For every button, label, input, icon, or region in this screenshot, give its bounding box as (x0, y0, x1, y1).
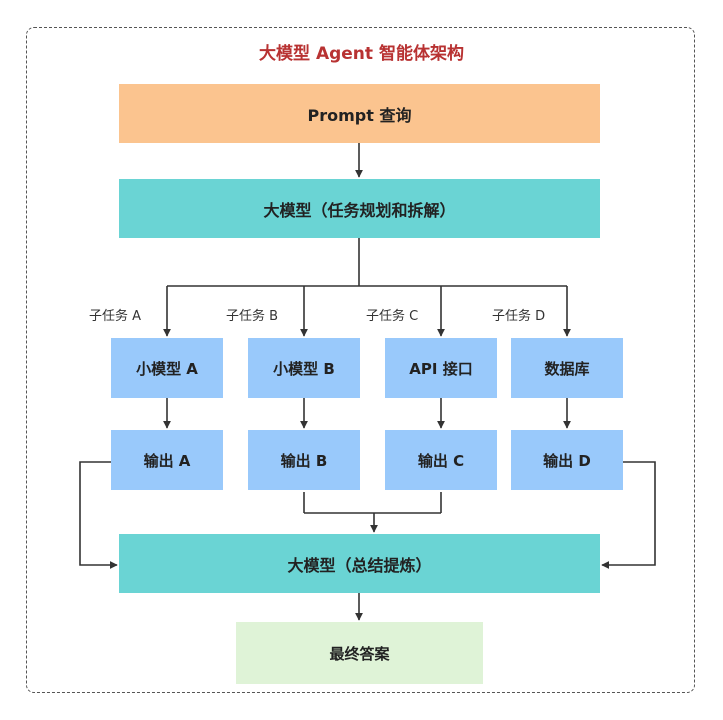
prompt-box: Prompt 查询 (119, 84, 600, 143)
output-box-b: 输出 B (248, 430, 360, 490)
module-box-a: 小模型 A (111, 338, 223, 398)
planner-box: 大模型（任务规划和拆解） (119, 179, 600, 238)
subtask-label-d: 子任务 D (492, 309, 546, 324)
module-box-c: API 接口 (385, 338, 497, 398)
diagram-frame (26, 27, 695, 693)
subtask-label-c: 子任务 C (366, 309, 419, 324)
module-box-d: 数据库 (511, 338, 623, 398)
arrow-output-a-to-summarizer (79, 461, 118, 569)
output-box-d: 输出 D (511, 430, 623, 490)
summarizer-box: 大模型（总结提炼） (119, 534, 600, 593)
module-box-b: 小模型 B (248, 338, 360, 398)
arrow-output-d-to-summarizer (601, 461, 656, 569)
diagram-title: 大模型 Agent 智能体架构 (259, 44, 464, 64)
subtask-label-a: 子任务 A (89, 309, 142, 324)
final-answer-box: 最终答案 (236, 622, 483, 684)
output-box-a: 输出 A (111, 430, 223, 490)
subtask-label-b: 子任务 B (226, 309, 279, 324)
output-box-c: 输出 C (385, 430, 497, 490)
